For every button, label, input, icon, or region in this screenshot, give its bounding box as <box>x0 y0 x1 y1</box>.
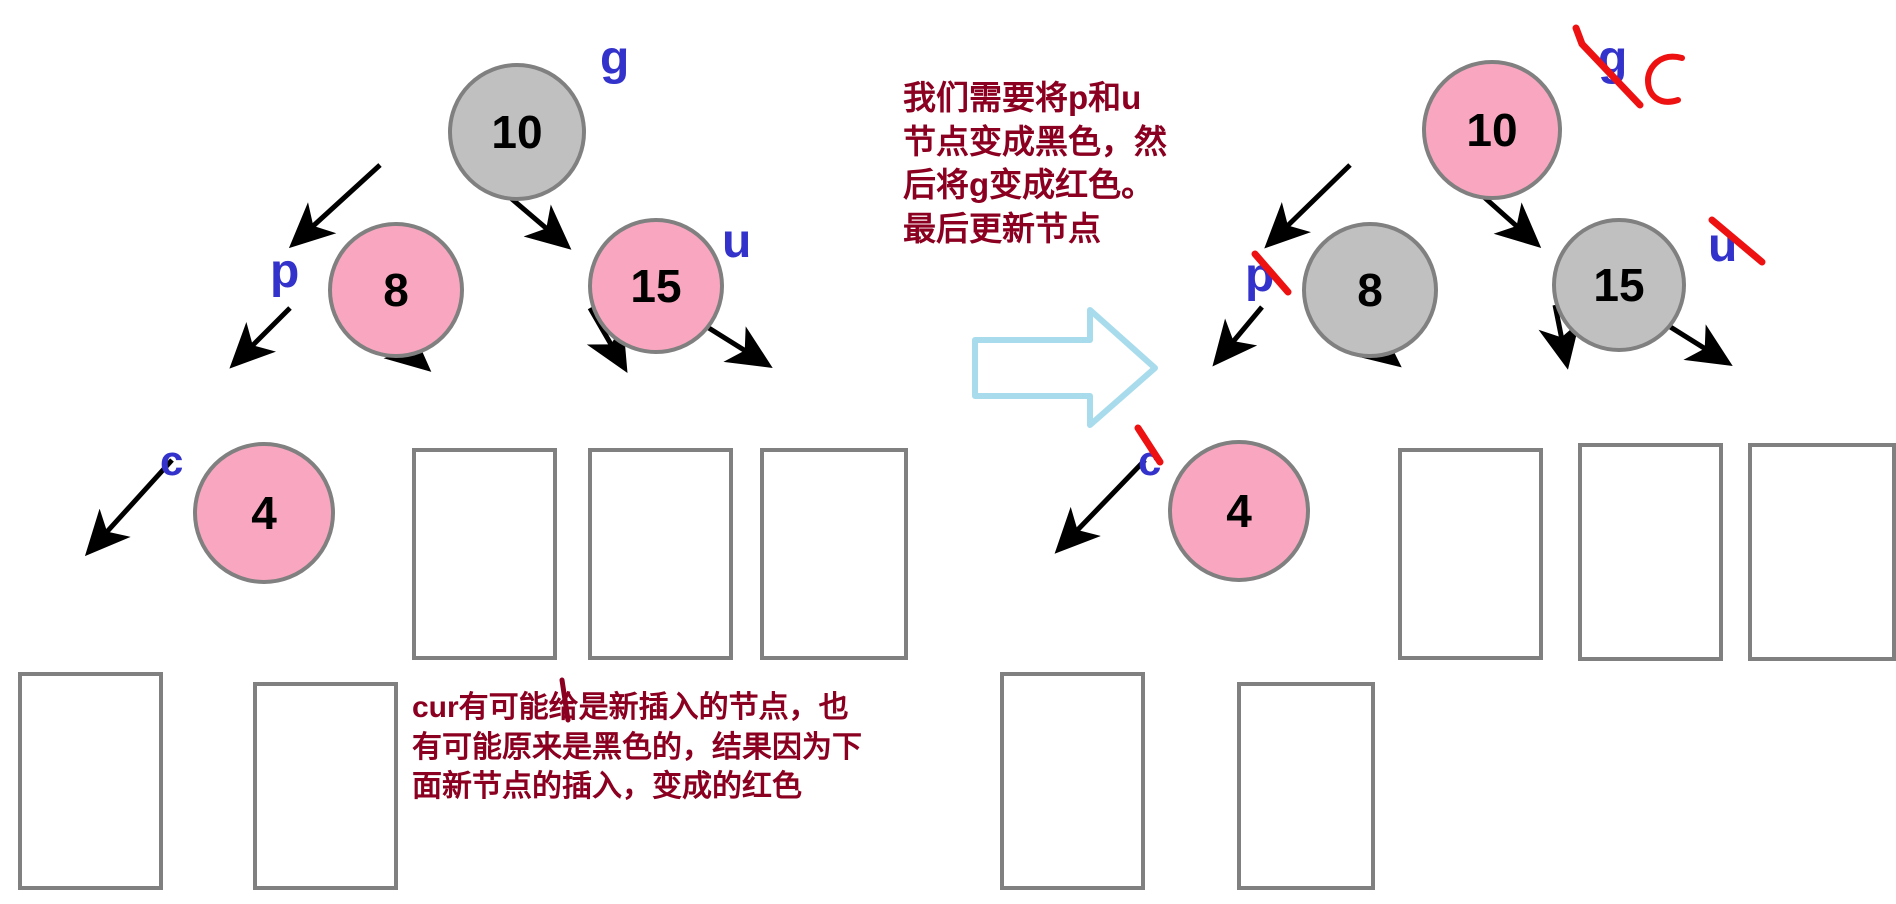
tree-node-c-right[interactable]: 4 <box>1168 440 1310 582</box>
nil-leaf <box>588 448 733 660</box>
nil-leaf <box>760 448 908 660</box>
nil-leaf <box>1578 443 1723 661</box>
annotation-top-line: 节点变成黑色，然 <box>903 122 1167 160</box>
nil-leaf <box>18 672 163 890</box>
node-label-p-right: p <box>1245 249 1275 302</box>
annotation-bottom: cur有可能给是新插入的节点，也 有可能原来是黑色的，结果因为下 面新节点的插入… <box>412 688 862 807</box>
tree-node-u-right[interactable]: 15 <box>1552 218 1686 352</box>
tree-node-g-left[interactable]: 10 <box>448 63 586 201</box>
annotation-top-line: 我们需要将p和u <box>903 79 1142 116</box>
node-value: 8 <box>383 264 409 316</box>
node-value: 10 <box>1466 104 1518 156</box>
node-value: 4 <box>251 487 277 539</box>
annotation-top: 我们需要将p和u 节点变成黑色，然 后将g变成红色。 最后更新节点 <box>903 76 1167 250</box>
pen-letter-c <box>1645 53 1685 105</box>
node-value: 4 <box>1226 485 1252 537</box>
node-value: 15 <box>630 260 682 312</box>
nil-leaf <box>1000 672 1145 890</box>
node-label-g-right: g <box>1598 32 1628 85</box>
tree-node-u-left[interactable]: 15 <box>588 218 724 354</box>
nil-leaf <box>1748 443 1896 661</box>
tree-node-p-left[interactable]: 8 <box>328 222 464 358</box>
tree-node-g-right[interactable]: 10 <box>1422 60 1562 200</box>
node-label-c-right: c <box>1138 437 1162 484</box>
annotation-top-line: 最后更新节点 <box>903 209 1101 247</box>
nil-leaf <box>253 682 398 890</box>
annotation-top-line: 后将g变成红色。 <box>903 166 1155 204</box>
node-label-p-left: p <box>270 245 300 298</box>
node-label-g-left: g <box>600 32 630 85</box>
tree-node-c-left[interactable]: 4 <box>193 442 335 584</box>
node-label-u-right: u <box>1708 219 1738 272</box>
nil-leaf <box>1398 448 1543 660</box>
annotation-bottom-line: 有可能原来是黑色的，结果因为下 <box>412 730 862 764</box>
nil-leaf <box>1237 682 1375 890</box>
nil-leaf <box>412 448 557 660</box>
node-value: 8 <box>1357 264 1383 316</box>
node-value: 10 <box>491 106 543 158</box>
annotation-bottom-line: 面新节点的插入，变成的红色 <box>412 770 802 804</box>
node-label-u-left: u <box>722 215 752 268</box>
tree-node-p-right[interactable]: 8 <box>1302 222 1438 358</box>
annotation-bottom-line: cur有可能给是新插入的节点，也 <box>412 691 849 724</box>
node-value: 15 <box>1593 259 1645 311</box>
node-label-c-left: c <box>160 437 184 484</box>
